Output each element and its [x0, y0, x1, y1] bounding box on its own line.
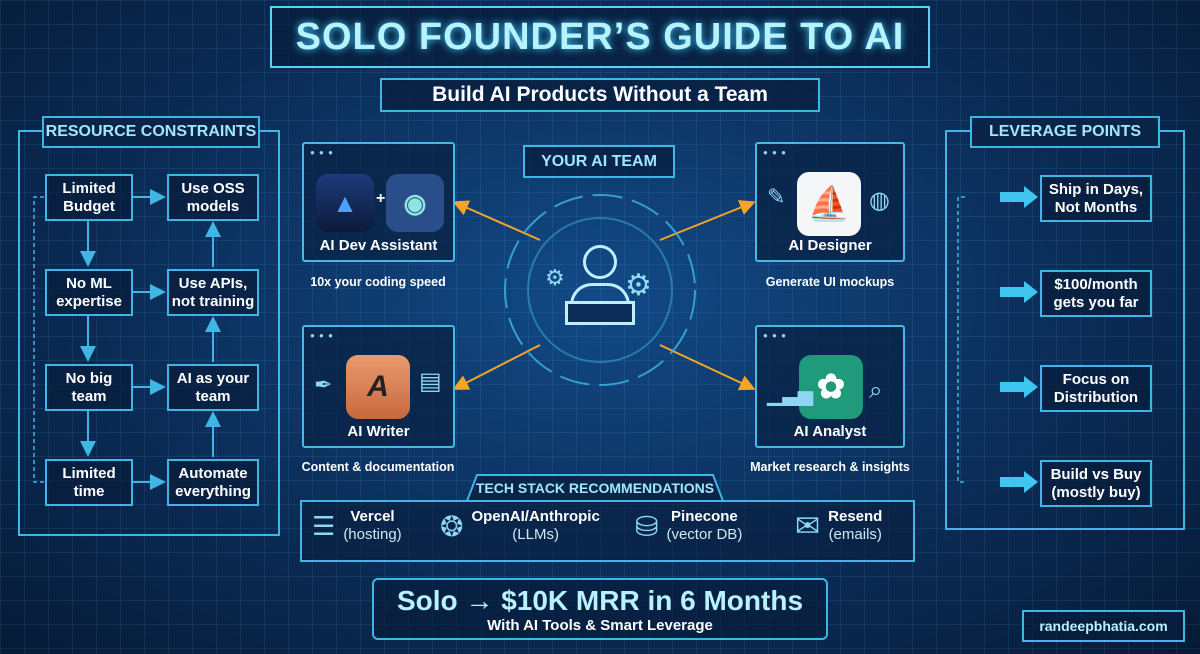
ai-analyst-card: ● ● ● ✿ ▁▃▅ ⌕ AI Analyst	[755, 325, 905, 448]
solution-box: Use OSS models	[167, 174, 259, 221]
arrow-right-icon	[1000, 376, 1038, 398]
page-subtitle: Build AI Products Without a Team	[380, 78, 820, 112]
constraint-box: Limited Budget	[45, 174, 133, 221]
code-assistant-icon: ▲	[316, 174, 374, 232]
tech-name: Pinecone	[671, 508, 738, 525]
leverage-point: $100/month gets you far	[1040, 270, 1152, 317]
arrow-right-icon	[1000, 186, 1038, 208]
card-caption: Content & documentation	[301, 460, 455, 474]
leverage-point: Build vs Buy (mostly buy)	[1040, 460, 1152, 507]
tech-note: (hosting)	[343, 526, 402, 543]
tech-note: (vector DB)	[666, 526, 743, 543]
ai-dev-assistant-card: ● ● ● ▲ + ◉ AI Dev Assistant	[302, 142, 455, 262]
gear-icon: ⚙	[545, 265, 565, 290]
sailboat-icon: ⛵	[797, 172, 861, 236]
resource-constraints-heading: RESOURCE CONSTRAINTS	[42, 116, 260, 148]
solution-box: Automate everything	[167, 459, 259, 506]
leverage-point: Ship in Days, Not Months	[1040, 175, 1152, 222]
banner-tagline: With AI Tools & Smart Leverage	[487, 616, 713, 634]
document-icon: ▤	[419, 368, 442, 395]
your-ai-team-heading: YOUR AI TEAM	[523, 145, 675, 178]
card-label: AI Dev Assistant	[319, 237, 438, 254]
gear-icon: ⚙	[625, 269, 652, 302]
card-caption: Market research & insights	[750, 460, 910, 474]
bar-chart-icon: ▁▃▅	[767, 384, 814, 406]
page-title: SOLO FOUNDER’S GUIDE TO AI	[270, 6, 930, 68]
tech-note: (LLMs)	[512, 526, 559, 543]
banner-headline: Solo → $10K MRR in 6 Months	[396, 584, 804, 616]
tech-name: Resend	[828, 508, 883, 525]
solution-box: AI as your team	[167, 364, 259, 411]
brain-icon: ❂	[440, 510, 464, 542]
tech-name: OpenAI/Anthropic	[471, 508, 600, 525]
palette-icon: ◍	[869, 187, 890, 214]
tech-item-pinecone: ⛁ Pinecone(vector DB)	[635, 508, 742, 544]
database-icon: ⛁	[635, 510, 659, 542]
constraint-box: No big team	[45, 364, 133, 411]
site-link[interactable]: randeepbhatia.com	[1022, 610, 1185, 642]
constraint-box: No ML expertise	[45, 269, 133, 316]
constraint-box: Limited time	[45, 459, 133, 506]
card-caption: 10x your coding speed	[310, 275, 446, 289]
tech-item-vercel: ☰ Vercel(hosting)	[312, 508, 402, 544]
envelope-icon: ✉	[795, 509, 821, 543]
card-label: AI Designer	[788, 237, 872, 254]
ai-writer-card: ● ● ● A ✒ ▤ AI Writer	[302, 325, 455, 448]
card-label: AI Analyst	[793, 423, 867, 440]
tech-item-openai-anthropic: ❂ OpenAI/Anthropic(LLMs)	[440, 508, 600, 544]
arrow-right-icon	[1000, 471, 1038, 493]
quill-icon: ✒	[314, 372, 333, 397]
leverage-point: Focus on Distribution	[1040, 365, 1152, 412]
card-caption: Generate UI mockups	[765, 275, 895, 289]
founder-laptop-icon	[560, 245, 640, 335]
card-label: AI Writer	[347, 423, 410, 440]
paintbrush-icon: ✎	[767, 184, 786, 209]
plus-icon: +	[376, 190, 386, 207]
tech-stack-heading: TECH STACK RECOMMENDATIONS	[475, 480, 715, 496]
ai-designer-card: ● ● ● ⛵ ✎ ◍ AI Designer	[755, 142, 905, 262]
solution-box: Use APIs, not training	[167, 269, 259, 316]
magnifier-icon: ⌕	[869, 377, 883, 404]
openai-icon: ✿	[799, 355, 863, 419]
tech-stack-panel	[300, 500, 915, 562]
leverage-points-heading: LEVERAGE POINTS	[970, 116, 1160, 148]
copilot-icon: ◉	[386, 174, 444, 232]
server-icon: ☰	[312, 510, 336, 541]
tech-item-resend: ✉ Resend(emails)	[795, 508, 882, 544]
tech-name: Vercel	[350, 508, 395, 525]
mrr-banner: Solo → $10K MRR in 6 Months With AI Tool…	[372, 578, 828, 640]
tech-note: (emails)	[828, 526, 882, 543]
arrow-right-icon	[1000, 281, 1038, 303]
quill-writer-icon: A	[346, 355, 410, 419]
